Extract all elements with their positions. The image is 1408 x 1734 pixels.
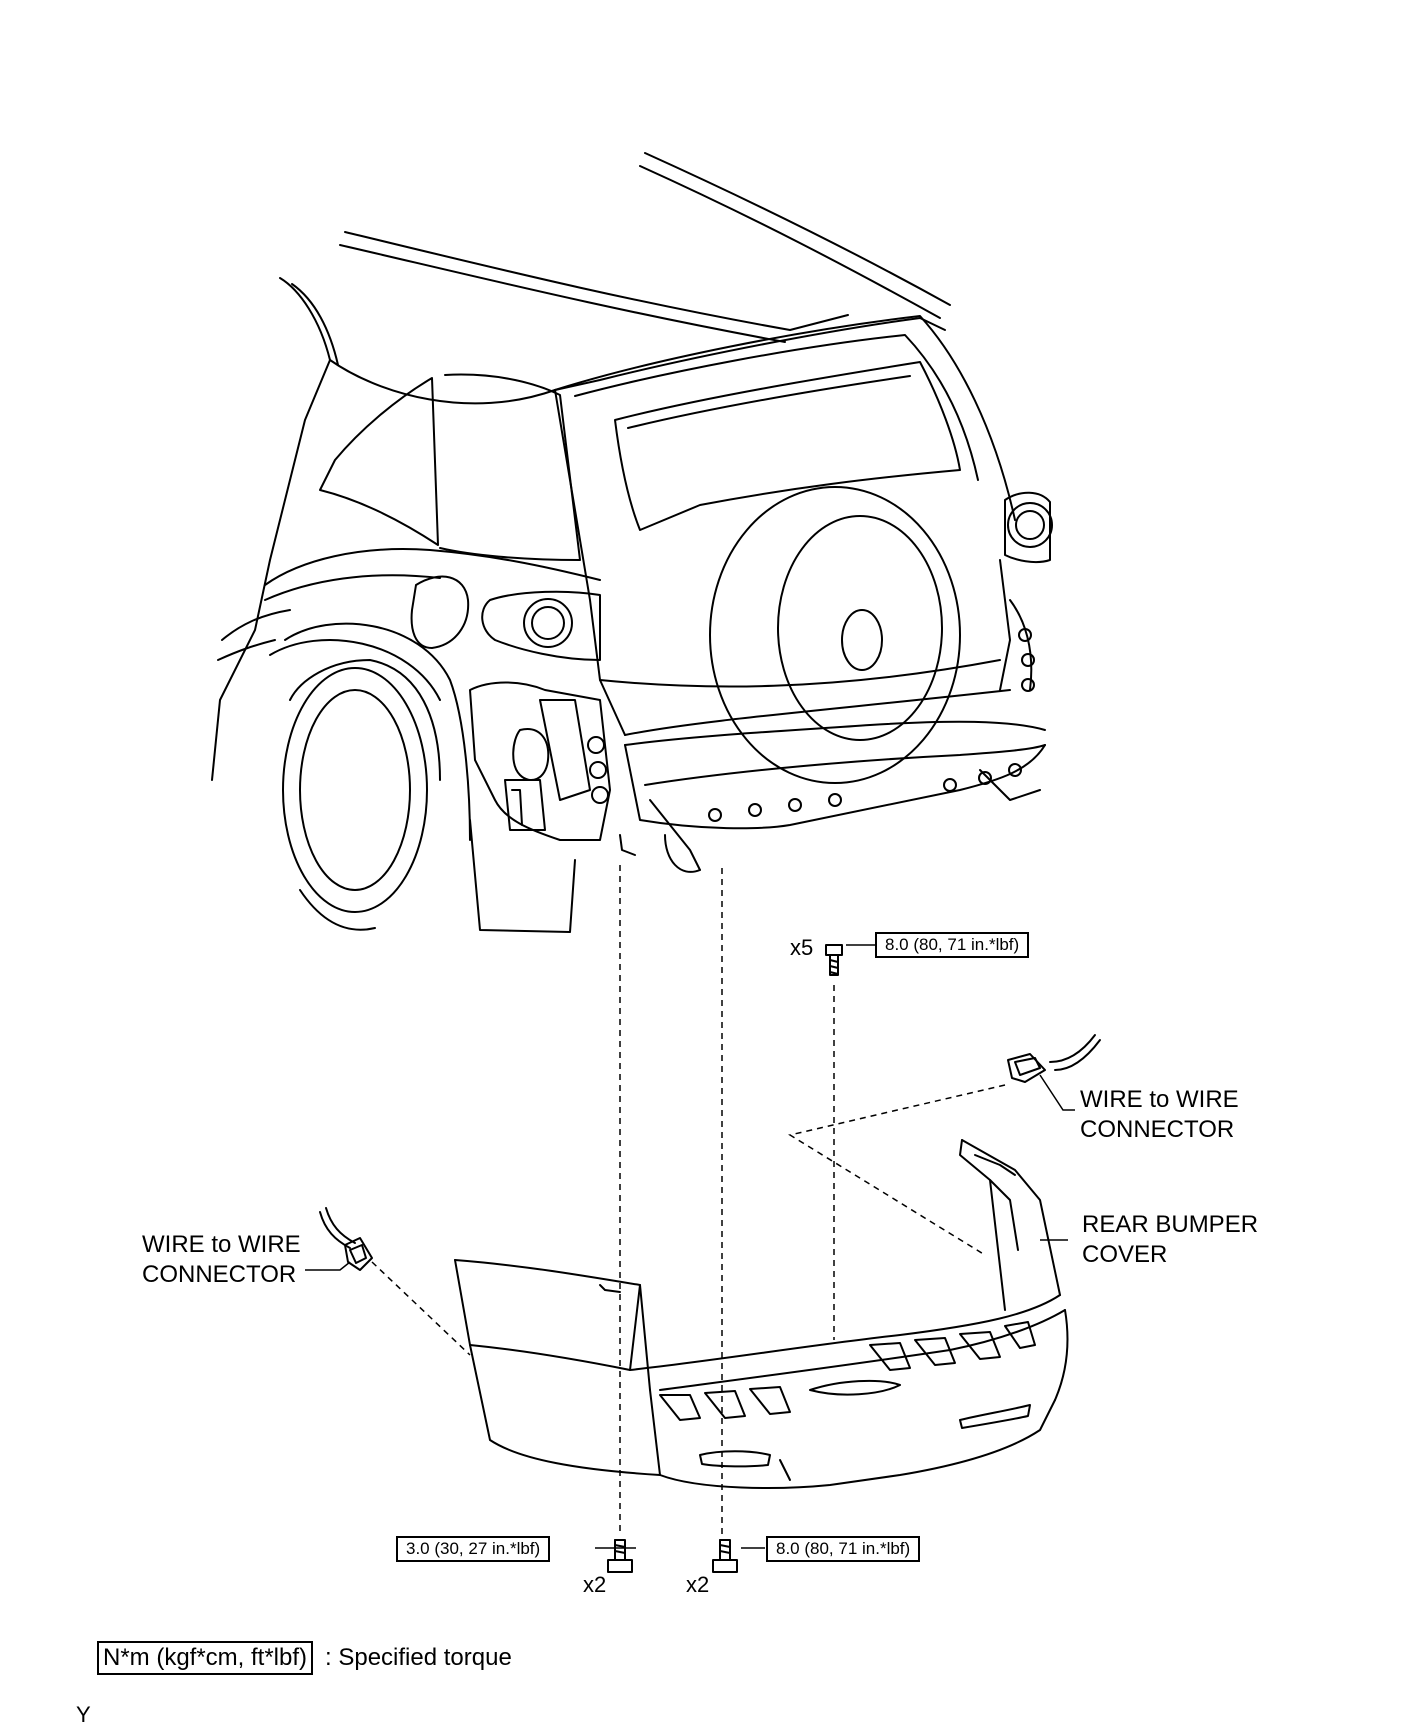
fastener-top-qty: x5 — [790, 935, 814, 960]
connector-right-drawing — [1007, 1034, 1101, 1083]
bolt-bottom-right-drawing — [712, 1539, 738, 1573]
connector-left-drawing — [319, 1207, 373, 1271]
fastener-top-torque-box: 8.0 (80, 71 in.*lbf) — [875, 932, 1030, 958]
torque-legend-description: : Specified torque — [325, 1644, 512, 1671]
assembly-guide-lines — [371, 865, 1006, 1535]
torque-unit-legend-box: N*m (kgf*cm, ft*lbf) — [97, 1641, 314, 1675]
fastener-bottom-left-qty: x2 — [583, 1572, 607, 1597]
fastener-bottom-left-torque-box: 3.0 (30, 27 in.*lbf) — [396, 1536, 551, 1562]
rear-bumper-cover-label: REAR BUMPER COVER — [1082, 1211, 1259, 1268]
bumper-cover-drawing — [454, 1139, 1069, 1489]
wire-connector-right-label: WIRE to WIRE CONNECTOR — [1080, 1086, 1239, 1143]
vehicle-drawing — [211, 152, 1053, 933]
corner-mark: Y — [76, 1702, 91, 1727]
bolt-top-drawing — [825, 944, 843, 976]
leader-lines — [305, 944, 1075, 1549]
wire-connector-left-label: WIRE to WIRE CONNECTOR — [142, 1231, 301, 1288]
bolt-bottom-left-drawing — [607, 1539, 633, 1573]
fastener-bottom-right-qty: x2 — [686, 1572, 710, 1597]
fastener-bottom-right-torque-box: 8.0 (80, 71 in.*lbf) — [766, 1536, 921, 1562]
